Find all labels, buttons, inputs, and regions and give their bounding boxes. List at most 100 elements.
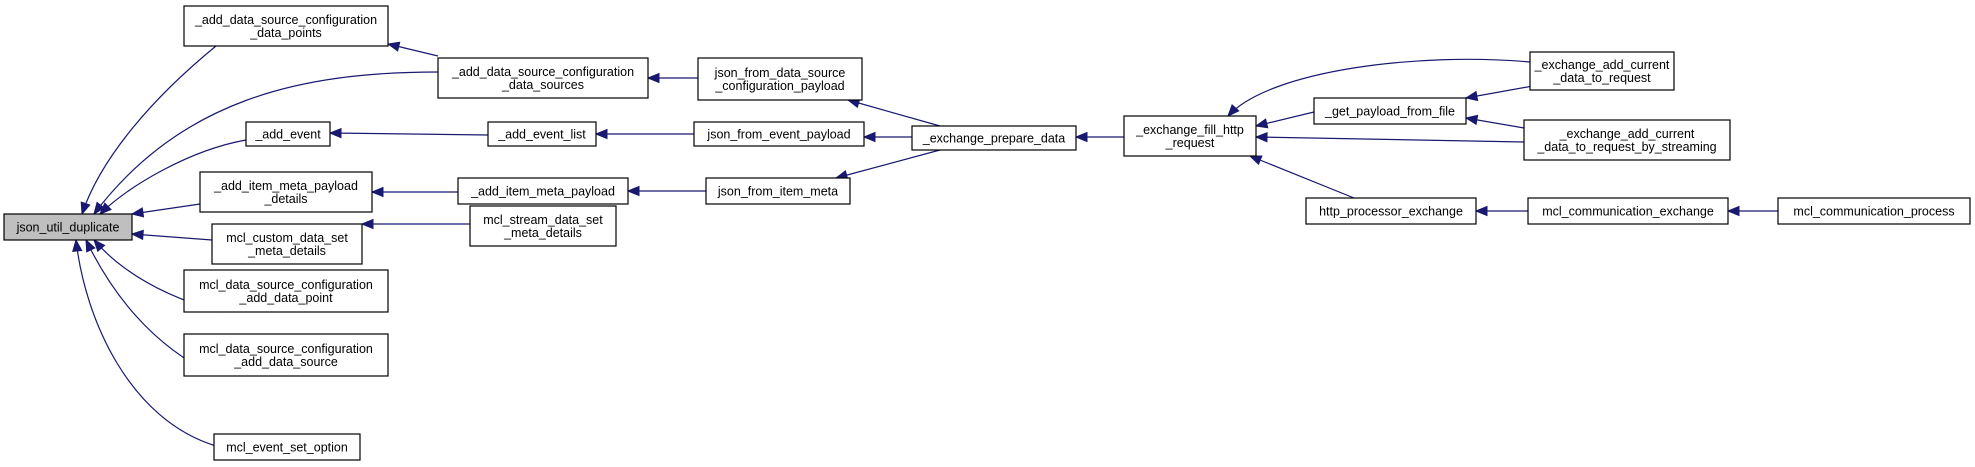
node-label: _configuration_payload [714, 79, 844, 93]
node-add-item-meta-payload-details[interactable]: _add_item_meta_payload_details [199, 171, 373, 213]
arrowhead-icon [862, 131, 876, 143]
edge-mcl-custom-data-set-meta-details-to-json-util-duplicate [130, 229, 213, 241]
edge-line [75, 239, 217, 447]
edge-mcl-stream-data-set-meta-details-to-mcl-custom-data-set-meta-details [360, 218, 470, 230]
node-box[interactable] [245, 121, 331, 147]
node-box[interactable] [1777, 197, 1971, 225]
node-label: _add_event_list [497, 128, 586, 142]
node-label: _exchange_add_current [1559, 127, 1695, 141]
node-box[interactable] [469, 205, 617, 247]
root-node-box[interactable] [3, 213, 133, 241]
arrowhead-icon [130, 207, 145, 218]
node-add-ds-cfg-dp[interactable]: _add_data_source_configuration_data_poin… [183, 5, 389, 47]
node-add-ds-cfg-ds[interactable]: _add_data_source_configuration_data_sour… [437, 57, 649, 99]
node-box[interactable] [1313, 97, 1467, 125]
node-mcl-stream-data-set-meta-details[interactable]: mcl_stream_data_set_meta_details [469, 205, 617, 247]
node-box[interactable] [183, 333, 389, 377]
edge-add-item-meta-payload-details-to-json-util-duplicate [130, 203, 201, 218]
edge-mcl-communication-process-to-mcl-communication-exchange [1726, 205, 1778, 217]
node-box[interactable] [1123, 115, 1257, 157]
arrowhead-icon [386, 41, 401, 52]
node-exchange-add-current-data-to-request[interactable]: _exchange_add_current_data_to_request [1529, 51, 1675, 91]
node-box[interactable] [1523, 119, 1731, 161]
node-mcl-communication-exchange[interactable]: mcl_communication_exchange [1527, 197, 1729, 225]
edge-line [93, 71, 439, 215]
edge-exchange-prepare-data-to-json-from-item-meta [834, 149, 941, 181]
arrowhead-icon [328, 127, 342, 139]
node-box[interactable] [211, 223, 363, 265]
node-mcl-event-set-option[interactable]: mcl_event_set_option [213, 433, 361, 461]
node-label: _data_sources [501, 78, 584, 92]
node-box[interactable] [183, 5, 389, 47]
node-box[interactable] [911, 125, 1077, 151]
node-box[interactable] [1529, 51, 1675, 91]
node-box[interactable] [1305, 197, 1477, 225]
node-mcl-ds-cfg-add-dp[interactable]: mcl_data_source_configuration_add_data_p… [183, 269, 389, 313]
arrowhead-icon [99, 202, 112, 215]
node-label: _add_item_meta_payload [213, 179, 358, 193]
node-add-item-meta-payload[interactable]: _add_item_meta_payload [457, 177, 629, 205]
edge-mcl-event-set-option-to-json-util-duplicate [72, 238, 217, 447]
node-json-from-ds-cfg-payload[interactable]: json_from_data_source_configuration_payl… [697, 57, 863, 101]
node-label: json_util_duplicate [16, 221, 120, 235]
node-exchange-prepare-data[interactable]: _exchange_prepare_data [911, 125, 1077, 151]
edge-add-event-list-to-add-event [328, 127, 489, 139]
arrowhead-icon [1254, 131, 1268, 143]
edge-line [81, 45, 217, 215]
arrowhead-icon [370, 186, 384, 198]
node-add-event-list[interactable]: _add_event_list [487, 121, 597, 147]
node-get-payload-from-file[interactable]: _get_payload_from_file [1313, 97, 1467, 125]
node-mcl-ds-cfg-add-ds[interactable]: mcl_data_source_configuration_add_data_s… [183, 333, 389, 377]
edge-add-item-meta-payload-to-add-item-meta-payload-details [370, 186, 458, 198]
edge-line [1249, 155, 1355, 199]
edge-line [99, 139, 247, 215]
edge-get-payload-from-file-to-exchange-fill-http-request [1254, 111, 1315, 129]
node-label: json_from_data_source [714, 66, 846, 80]
edge-add-event-to-json-util-duplicate [99, 139, 247, 215]
node-box[interactable] [697, 57, 863, 101]
arrowhead-icon [626, 185, 640, 197]
node-mcl-communication-process[interactable]: mcl_communication_process [1777, 197, 1971, 225]
node-label: _add_item_meta_payload [470, 185, 615, 199]
node-box[interactable] [213, 433, 361, 461]
edge-add-ds-cfg-dp-to-json-util-duplicate [80, 45, 217, 216]
node-label: mcl_custom_data_set [226, 231, 348, 245]
node-json-from-event-payload[interactable]: json_from_event_payload [693, 121, 865, 147]
node-box[interactable] [1527, 197, 1729, 225]
node-label: _exchange_fill_http [1135, 123, 1244, 137]
node-json-from-item-meta[interactable]: json_from_item_meta [705, 177, 851, 205]
node-add-event[interactable]: _add_event [245, 121, 331, 147]
edge-line [835, 149, 941, 179]
node-box[interactable] [199, 171, 373, 213]
node-label: _details [263, 192, 307, 206]
node-label: _exchange_add_current [1534, 58, 1670, 72]
arrowhead-icon [130, 229, 144, 241]
node-label: mcl_communication_process [1793, 205, 1954, 219]
node-label: _add_data_point [238, 291, 333, 305]
node-exchange-fill-http-request[interactable]: _exchange_fill_http_request [1123, 115, 1257, 157]
arrowhead-icon [1474, 205, 1488, 217]
node-box[interactable] [457, 177, 629, 205]
edge-line [1255, 136, 1525, 143]
node-box[interactable] [183, 269, 389, 313]
node-label: mcl_data_source_configuration [199, 342, 373, 356]
arrowhead-icon [1254, 118, 1269, 129]
node-json-util-duplicate[interactable]: json_util_duplicate [3, 213, 133, 241]
node-mcl-custom-data-set-meta-details[interactable]: mcl_custom_data_set_meta_details [211, 223, 363, 265]
arrowhead-icon [85, 238, 96, 253]
node-http-processor-exchange[interactable]: http_processor_exchange [1305, 197, 1477, 225]
node-label: _add_event [254, 128, 321, 142]
node-box[interactable] [705, 177, 851, 205]
node-exchange-add-current-data-to-request-by-streaming[interactable]: _exchange_add_current_data_to_request_by… [1523, 119, 1731, 161]
node-box[interactable] [437, 57, 649, 99]
node-box[interactable] [693, 121, 865, 147]
node-label: mcl_event_set_option [226, 441, 348, 455]
arrowhead-icon [80, 201, 91, 216]
edge-exchange-add-current-data-to-request-by-streaming-to-get-payload-from-file [1464, 114, 1525, 129]
edge-json-from-item-meta-to-add-item-meta-payload [626, 185, 706, 197]
arrowhead-icon [646, 72, 660, 84]
node-label: _add_data_source [233, 355, 338, 369]
node-box[interactable] [487, 121, 597, 147]
edge-http-processor-exchange-to-exchange-fill-http-request [1248, 155, 1355, 199]
